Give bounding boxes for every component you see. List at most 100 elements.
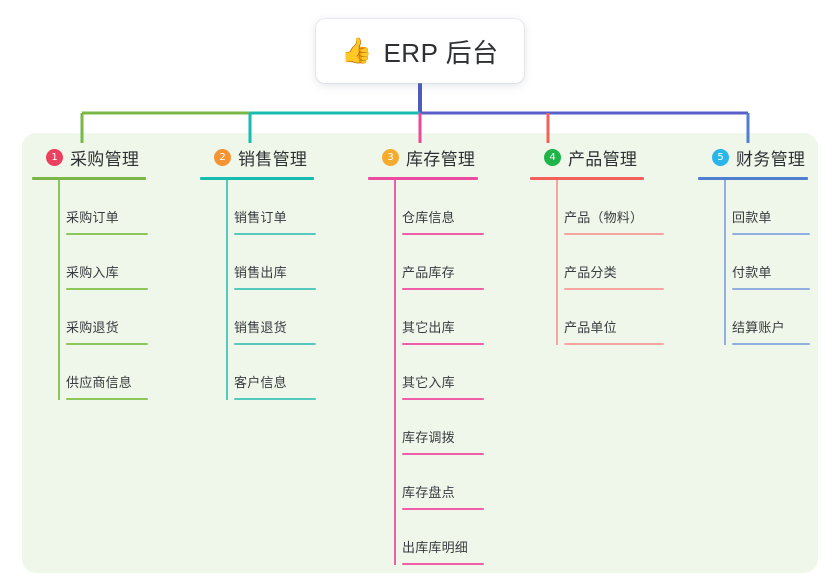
category-title-2: 销售管理 [238, 149, 308, 169]
leaf-trunk-5 [724, 180, 726, 345]
leaf-item-underline [402, 563, 484, 565]
leaf-item-underline [402, 233, 484, 235]
leaf-item-underline [402, 508, 484, 510]
leaf-trunk-2 [226, 180, 228, 400]
leaf-item[interactable]: 出库库明细 [394, 510, 484, 565]
leaf-item-label: 采购入库 [66, 265, 119, 280]
leaf-item[interactable]: 其它出库 [394, 290, 484, 345]
category-title-4: 产品管理 [568, 149, 638, 169]
leaf-list-1: 采购订单采购入库采购退货供应商信息 [32, 180, 148, 400]
leaf-item-underline [402, 453, 484, 455]
leaf-item-label: 供应商信息 [66, 375, 133, 390]
category-underline-2 [200, 177, 314, 180]
leaf-item-label: 产品（物料） [564, 210, 644, 225]
leaf-item-underline [402, 343, 484, 345]
category-underline-5 [698, 177, 808, 180]
category-badge-3: 3 [382, 148, 399, 166]
leaf-list-2: 销售订单销售出库销售退货客户信息 [200, 180, 316, 400]
leaf-item-label: 产品库存 [402, 265, 455, 280]
leaf-item-label: 仓库信息 [402, 210, 455, 225]
leaf-item-underline [234, 398, 316, 400]
category-underline-1 [32, 177, 146, 180]
leaf-item[interactable]: 客户信息 [226, 345, 316, 400]
leaf-item-underline [564, 343, 664, 345]
leaf-item-underline [564, 233, 664, 235]
leaf-item-underline [66, 233, 148, 235]
leaf-item[interactable]: 销售订单 [226, 180, 316, 235]
leaf-item-label: 出库库明细 [402, 540, 469, 555]
leaf-trunk-3 [394, 180, 396, 565]
leaf-list-4: 产品（物料） 产品分类产品单位 [530, 180, 664, 345]
category-title-5: 财务管理 [736, 149, 806, 169]
leaf-item-underline [66, 343, 148, 345]
leaf-item-underline [402, 398, 484, 400]
leaf-item[interactable]: 采购退货 [58, 290, 148, 345]
leaf-item-underline [732, 288, 810, 290]
leaf-item-label: 采购退货 [66, 320, 119, 335]
leaf-item[interactable]: 产品库存 [394, 235, 484, 290]
leaf-item[interactable]: 产品分类 [556, 235, 664, 290]
leaf-item-underline [402, 288, 484, 290]
leaf-item-label: 客户信息 [234, 375, 287, 390]
category-column-4: 4 产品管理产品（物料） 产品分类产品单位 [530, 143, 664, 345]
leaf-item[interactable]: 其它入库 [394, 345, 484, 400]
leaf-item-label: 其它出库 [402, 320, 455, 335]
category-badge-4: 4 [544, 148, 561, 166]
category-column-5: 5 财务管理回款单付款单结算账户 [698, 143, 810, 345]
category-column-1: 1 采购管理采购订单采购入库采购退货供应商信息 [32, 143, 148, 400]
leaf-item[interactable]: 销售出库 [226, 235, 316, 290]
category-title-1: 采购管理 [70, 149, 140, 169]
category-column-2: 2 销售管理销售订单销售出库销售退货客户信息 [200, 143, 316, 400]
leaf-item-underline [66, 288, 148, 290]
category-header-4[interactable]: 4 产品管理 [530, 143, 664, 171]
leaf-item-label: 产品分类 [564, 265, 617, 280]
leaf-item-underline [66, 398, 148, 400]
leaf-list-5: 回款单付款单结算账户 [698, 180, 810, 345]
leaf-item-label: 采购订单 [66, 210, 119, 225]
leaf-item[interactable]: 供应商信息 [58, 345, 148, 400]
leaf-item-underline [732, 343, 810, 345]
leaf-item-label: 销售出库 [234, 265, 287, 280]
leaf-list-3: 仓库信息产品库存其它出库其它入库库存调拨库存盘点出库库明细 [368, 180, 484, 565]
leaf-item-label: 库存盘点 [402, 485, 455, 500]
leaf-item[interactable]: 产品单位 [556, 290, 664, 345]
leaf-item-underline [564, 288, 664, 290]
category-header-2[interactable]: 2 销售管理 [200, 143, 316, 171]
category-header-1[interactable]: 1 采购管理 [32, 143, 148, 171]
category-underline-3 [368, 177, 478, 180]
leaf-item-underline [234, 288, 316, 290]
leaf-item[interactable]: 产品（物料） [556, 180, 664, 235]
category-badge-2: 2 [214, 148, 231, 166]
leaf-item-underline [234, 343, 316, 345]
leaf-item-label: 产品单位 [564, 320, 617, 335]
category-header-5[interactable]: 5 财务管理 [698, 143, 810, 171]
category-column-3: 3 库存管理仓库信息产品库存其它出库其它入库库存调拨库存盘点出库库明细 [368, 143, 484, 565]
category-title-3: 库存管理 [406, 149, 476, 169]
diagram-panel [22, 133, 818, 573]
category-badge-5: 5 [712, 148, 729, 166]
leaf-item[interactable]: 付款单 [724, 235, 810, 290]
leaf-item[interactable]: 仓库信息 [394, 180, 484, 235]
category-badge-1: 1 [46, 148, 63, 166]
leaf-item-label: 其它入库 [402, 375, 455, 390]
category-header-3[interactable]: 3 库存管理 [368, 143, 484, 171]
leaf-item-underline [732, 233, 810, 235]
leaf-item[interactable]: 库存调拨 [394, 400, 484, 455]
leaf-item[interactable]: 采购入库 [58, 235, 148, 290]
leaf-item[interactable]: 回款单 [724, 180, 810, 235]
leaf-item[interactable]: 销售退货 [226, 290, 316, 345]
leaf-item-label: 库存调拨 [402, 430, 455, 445]
leaf-item-label: 结算账户 [732, 320, 785, 335]
leaf-trunk-1 [58, 180, 60, 400]
leaf-item-underline [234, 233, 316, 235]
leaf-trunk-4 [556, 180, 558, 345]
leaf-item-label: 回款单 [732, 210, 772, 225]
leaf-item[interactable]: 库存盘点 [394, 455, 484, 510]
thumbs-up-icon: 👍 [341, 36, 373, 65]
root-node[interactable]: 👍 ERP 后台 [316, 19, 524, 83]
leaf-item[interactable]: 结算账户 [724, 290, 810, 345]
leaf-item-label: 付款单 [732, 265, 772, 280]
leaf-item-label: 销售退货 [234, 320, 287, 335]
leaf-item[interactable]: 采购订单 [58, 180, 148, 235]
category-underline-4 [530, 177, 644, 180]
